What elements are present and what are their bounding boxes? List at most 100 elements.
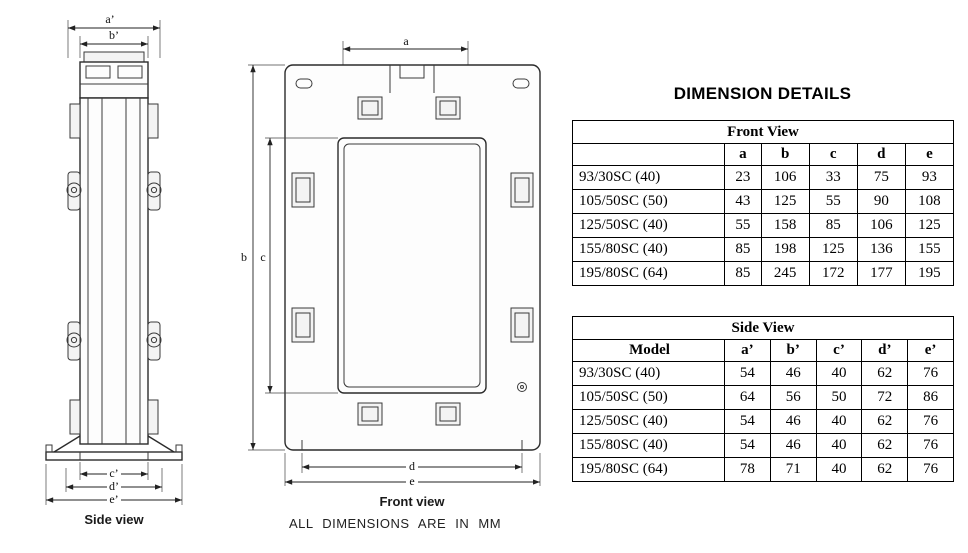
dimension-value: 72	[861, 385, 909, 410]
model-cell: 155/80SC (40)	[572, 433, 725, 458]
dimension-value: 62	[861, 409, 909, 434]
dimension-value: 40	[815, 409, 863, 434]
dimension-value: 76	[907, 433, 954, 458]
model-cell: 93/30SC (40)	[572, 165, 725, 190]
dimension-value: 195	[904, 261, 955, 286]
dimension-value: 106	[856, 213, 906, 238]
dimension-value: 125	[904, 213, 955, 238]
model-cell: 105/50SC (50)	[572, 385, 725, 410]
dimension-value: 62	[861, 433, 909, 458]
column-header: d’	[861, 339, 909, 362]
table-title: Side View	[572, 316, 954, 340]
column-header: a’	[724, 339, 771, 362]
front-dim-d: d	[301, 453, 523, 473]
column-header: d	[856, 143, 906, 166]
dimension-value: 46	[769, 409, 817, 434]
dimension-value: 56	[769, 385, 817, 410]
dim-label-a-prime: a’	[105, 12, 114, 26]
dimension-value: 125	[760, 189, 810, 214]
dimension-value: 33	[808, 165, 858, 190]
front-view-caption: Front view	[379, 494, 445, 509]
dimension-value: 71	[769, 457, 817, 482]
dimension-value: 76	[907, 457, 954, 482]
dimension-value: 172	[808, 261, 858, 286]
dim-label-b: b	[241, 250, 247, 264]
dimension-value: 177	[856, 261, 906, 286]
column-header: b’	[769, 339, 817, 362]
front-dim-e: e	[284, 453, 541, 488]
dimensions-unit-note: ALL DIMENSIONS ARE IN MM	[288, 516, 502, 531]
dim-label-b-prime: b’	[109, 28, 119, 42]
side-dim-c-prime: c’	[79, 462, 149, 480]
dimension-value: 85	[724, 261, 762, 286]
front-dim-a: a	[342, 35, 469, 67]
column-header: e’	[907, 339, 954, 362]
dimension-value: 90	[856, 189, 906, 214]
dimension-value: 54	[724, 433, 771, 458]
side-view-drawing: a’ b’	[45, 12, 183, 506]
front-dim-b: b	[241, 64, 285, 451]
model-cell: 105/50SC (50)	[572, 189, 725, 214]
side-dim-b-prime: b’	[79, 28, 149, 58]
side-view-caption: Side view	[84, 512, 144, 527]
dimension-value: 106	[760, 165, 810, 190]
dim-label-e-prime: e’	[109, 492, 118, 506]
model-cell: 125/50SC (40)	[572, 409, 725, 434]
dim-label-d: d	[409, 459, 415, 473]
model-cell: 155/80SC (40)	[572, 237, 725, 262]
panel-title: DIMENSION DETAILS	[673, 84, 852, 103]
dimension-value: 85	[724, 237, 762, 262]
dimension-value: 40	[815, 433, 863, 458]
side-dim-d-prime: d’	[65, 468, 163, 493]
front-body	[284, 64, 541, 451]
dimension-value: 55	[724, 213, 762, 238]
table-title: Front View	[572, 120, 954, 144]
dimension-value: 75	[856, 165, 906, 190]
front-view-drawing: a	[241, 35, 541, 488]
column-header: c	[808, 143, 858, 166]
dimension-value: 40	[815, 361, 863, 386]
dim-label-e: e	[409, 474, 414, 488]
dimension-value: 40	[815, 457, 863, 482]
model-cell: 195/80SC (64)	[572, 261, 725, 286]
dimension-value: 158	[760, 213, 810, 238]
dimension-value: 85	[808, 213, 858, 238]
dimension-value: 54	[724, 409, 771, 434]
column-header: e	[904, 143, 955, 166]
table-title-row: Side View	[572, 316, 954, 340]
dimension-value: 108	[904, 189, 955, 214]
dimension-value: 76	[907, 409, 954, 434]
dimension-value: 23	[724, 165, 762, 190]
column-header: Model	[572, 339, 725, 362]
model-cell: 195/80SC (64)	[572, 457, 725, 482]
dimension-value: 55	[808, 189, 858, 214]
dimension-value: 125	[808, 237, 858, 262]
dimension-value: 78	[724, 457, 771, 482]
dimension-value: 198	[760, 237, 810, 262]
dimension-value: 136	[856, 237, 906, 262]
dimension-value: 43	[724, 189, 762, 214]
side-dim-e-prime: e’	[45, 464, 183, 506]
dim-label-c: c	[260, 250, 265, 264]
column-header: b	[760, 143, 810, 166]
column-header	[572, 143, 725, 166]
model-cell: 125/50SC (40)	[572, 213, 725, 238]
dim-label-c-prime: c’	[109, 466, 118, 480]
dimension-value: 155	[904, 237, 955, 262]
dimension-value: 54	[724, 361, 771, 386]
dimension-value: 245	[760, 261, 810, 286]
model-cell: 93/30SC (40)	[572, 361, 725, 386]
